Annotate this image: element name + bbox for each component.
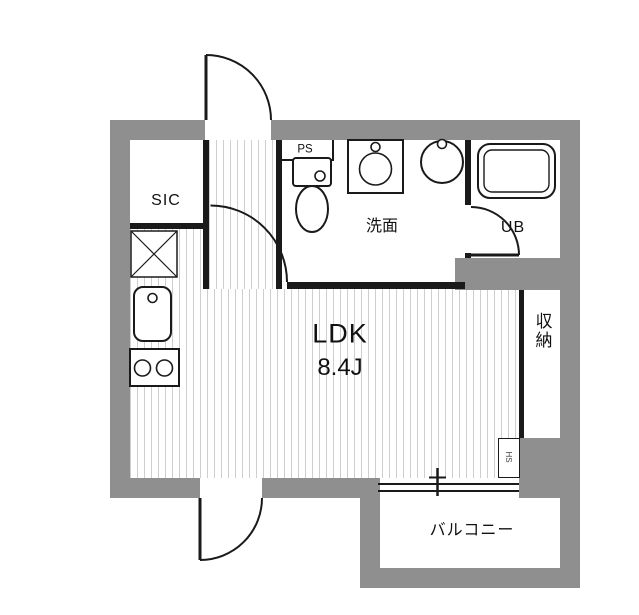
floor-ldk [130, 289, 519, 478]
service-door-icon [198, 497, 263, 561]
wall-right [560, 120, 580, 588]
wall-left [110, 120, 130, 498]
room-storage [524, 290, 560, 438]
room-label-utility: HS [504, 451, 513, 463]
round-basin-icon [420, 138, 464, 184]
wall-bath-left-lower [465, 253, 471, 258]
wall-sic-bottom [130, 223, 209, 229]
wall-storage-left [519, 290, 524, 438]
room-label-unit-bath: UB [500, 219, 526, 236]
washer-space-icon [130, 230, 178, 278]
room-label-sic: SIC [151, 192, 181, 209]
wall-bottom-left [110, 478, 200, 498]
wall-corner-chunk [519, 438, 560, 498]
entrance-door-icon [204, 54, 272, 121]
bath-door-icon [470, 206, 520, 257]
wall-washroom-left [276, 140, 282, 289]
wall-under-bath [455, 258, 580, 290]
room-label-ldk-size: 8.4J [317, 354, 363, 381]
wall-top-left [110, 120, 205, 140]
wall-washroom-bottom [287, 282, 465, 289]
vanity-basin-icon [347, 139, 404, 194]
room-label-washroom: 洗面 [365, 218, 399, 235]
stove-icon [129, 348, 180, 387]
room-label-balcony: バルコニー [429, 522, 515, 539]
kitchen-sink-icon [133, 286, 172, 342]
wall-bath-left-upper [465, 140, 471, 205]
room-label-ps: PS [297, 143, 313, 156]
bathtub-icon [477, 143, 556, 199]
toilet-icon [292, 157, 332, 233]
wall-balcony-left [360, 478, 380, 588]
room-label-storage: 収納 [532, 312, 552, 350]
room-balcony [380, 498, 560, 568]
wall-balcony-bottom [360, 568, 580, 588]
wall-top-right [271, 120, 580, 140]
ldk-door-icon [210, 204, 288, 283]
wall-bottom-mid [262, 478, 378, 498]
room-sic [130, 140, 203, 223]
utility-box [498, 438, 520, 478]
floor-entry-corridor [209, 140, 276, 289]
room-label-ldk: LDK [312, 318, 368, 349]
balcony-window-icon [378, 468, 519, 496]
wall-hall-left [203, 140, 209, 289]
